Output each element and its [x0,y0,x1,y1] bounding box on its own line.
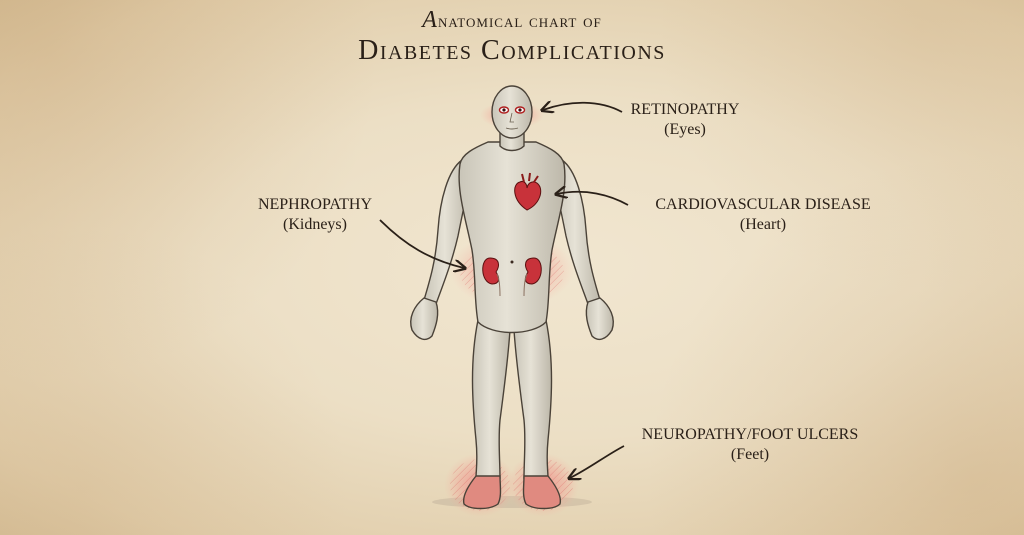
label-nephropathy: NEPHROPATHY (Kidneys) [245,195,385,235]
neuropathy-arrow-icon [570,445,625,478]
neuropathy-organ: (Feet) [730,446,770,463]
label-neuropathy: NEUROPATHY/FOOT ULCERS (Feet) [620,425,880,465]
cardiovascular-organ: (Heart) [739,216,787,233]
retinopathy-name: RETINOPATHY [630,101,740,118]
retinopathy-arrow-icon [543,103,623,112]
title-initial: A [422,7,438,33]
title-line-1-text: natomical chart of [437,11,602,32]
heart-icon [514,172,542,211]
nephropathy-arrow-icon [379,219,464,268]
kidneys-icon [482,257,542,297]
neuropathy-name: NEUROPATHY/FOOT ULCERS [641,426,859,443]
title-line-1: Anatomical chart of [0,8,1024,34]
label-retinopathy: RETINOPATHY (Eyes) [620,100,750,140]
cardiovascular-name: CARDIOVASCULAR DISEASE [655,196,871,213]
retinopathy-organ: (Eyes) [664,121,706,138]
nephropathy-organ: (Kidneys) [283,216,347,233]
cardiovascular-arrow-icon [557,192,629,206]
face [498,106,526,130]
chart-title: Anatomical chart of Diabetes Complicatio… [0,8,1024,68]
label-cardiovascular: CARDIOVASCULAR DISEASE (Heart) [628,195,898,235]
title-line-2: Diabetes Complications [358,35,666,66]
human-body [410,85,614,510]
nephropathy-name: NEPHROPATHY [257,196,373,213]
pointer-arrows [379,103,629,478]
